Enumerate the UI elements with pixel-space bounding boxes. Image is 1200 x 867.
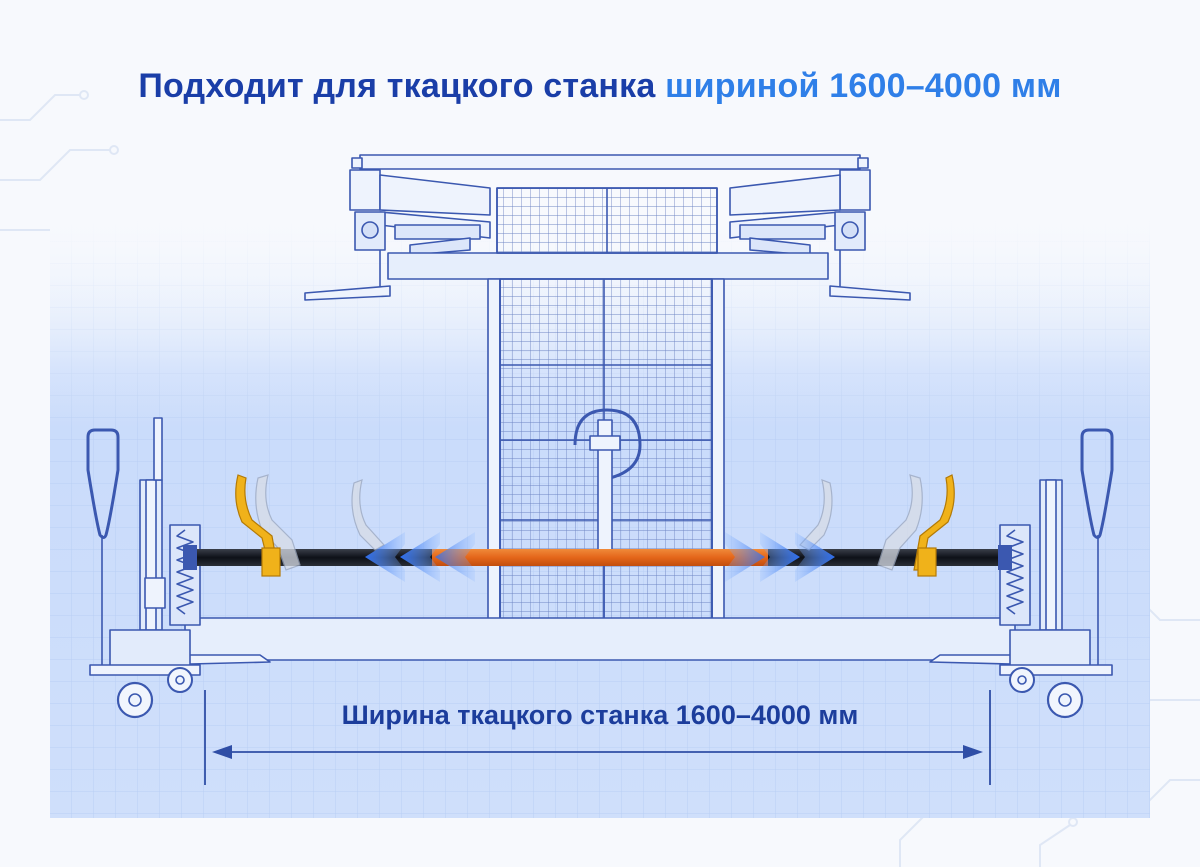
double-arrow-right-icon	[725, 532, 835, 582]
title-main: Подходит для ткацкого станка	[138, 66, 656, 105]
page-title: Подходит для ткацкого станка шириной 160…	[0, 67, 1200, 106]
loom-width-label: Ширина ткацкого станка 1600–4000 мм	[341, 700, 859, 730]
clamp-left	[235, 474, 281, 577]
clamp-right	[913, 474, 955, 577]
title-highlight: шириной 1600–4000 мм	[665, 66, 1062, 105]
dimension-arrow-icon	[204, 690, 991, 785]
double-arrow-left-icon	[365, 532, 475, 582]
